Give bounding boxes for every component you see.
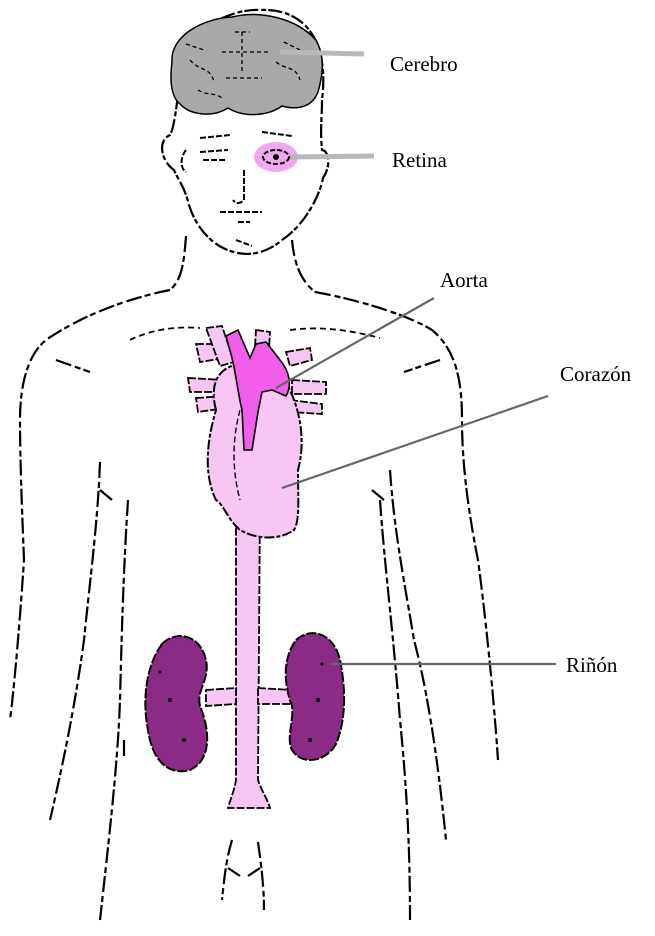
label-kidney: Riñón bbox=[566, 655, 617, 676]
kidney-right bbox=[286, 633, 344, 760]
kidney-left bbox=[145, 636, 207, 771]
leader-line-brain bbox=[280, 52, 364, 54]
label-aorta: Aorta bbox=[440, 270, 488, 291]
eye-pupil bbox=[273, 154, 279, 160]
brain-shape bbox=[171, 15, 322, 115]
label-heart: Corazón bbox=[560, 364, 631, 385]
leader-line-aorta bbox=[276, 298, 434, 388]
leader-line-retina bbox=[290, 156, 374, 157]
label-retina: Retina bbox=[392, 150, 447, 171]
label-brain: Cerebro bbox=[390, 54, 458, 75]
